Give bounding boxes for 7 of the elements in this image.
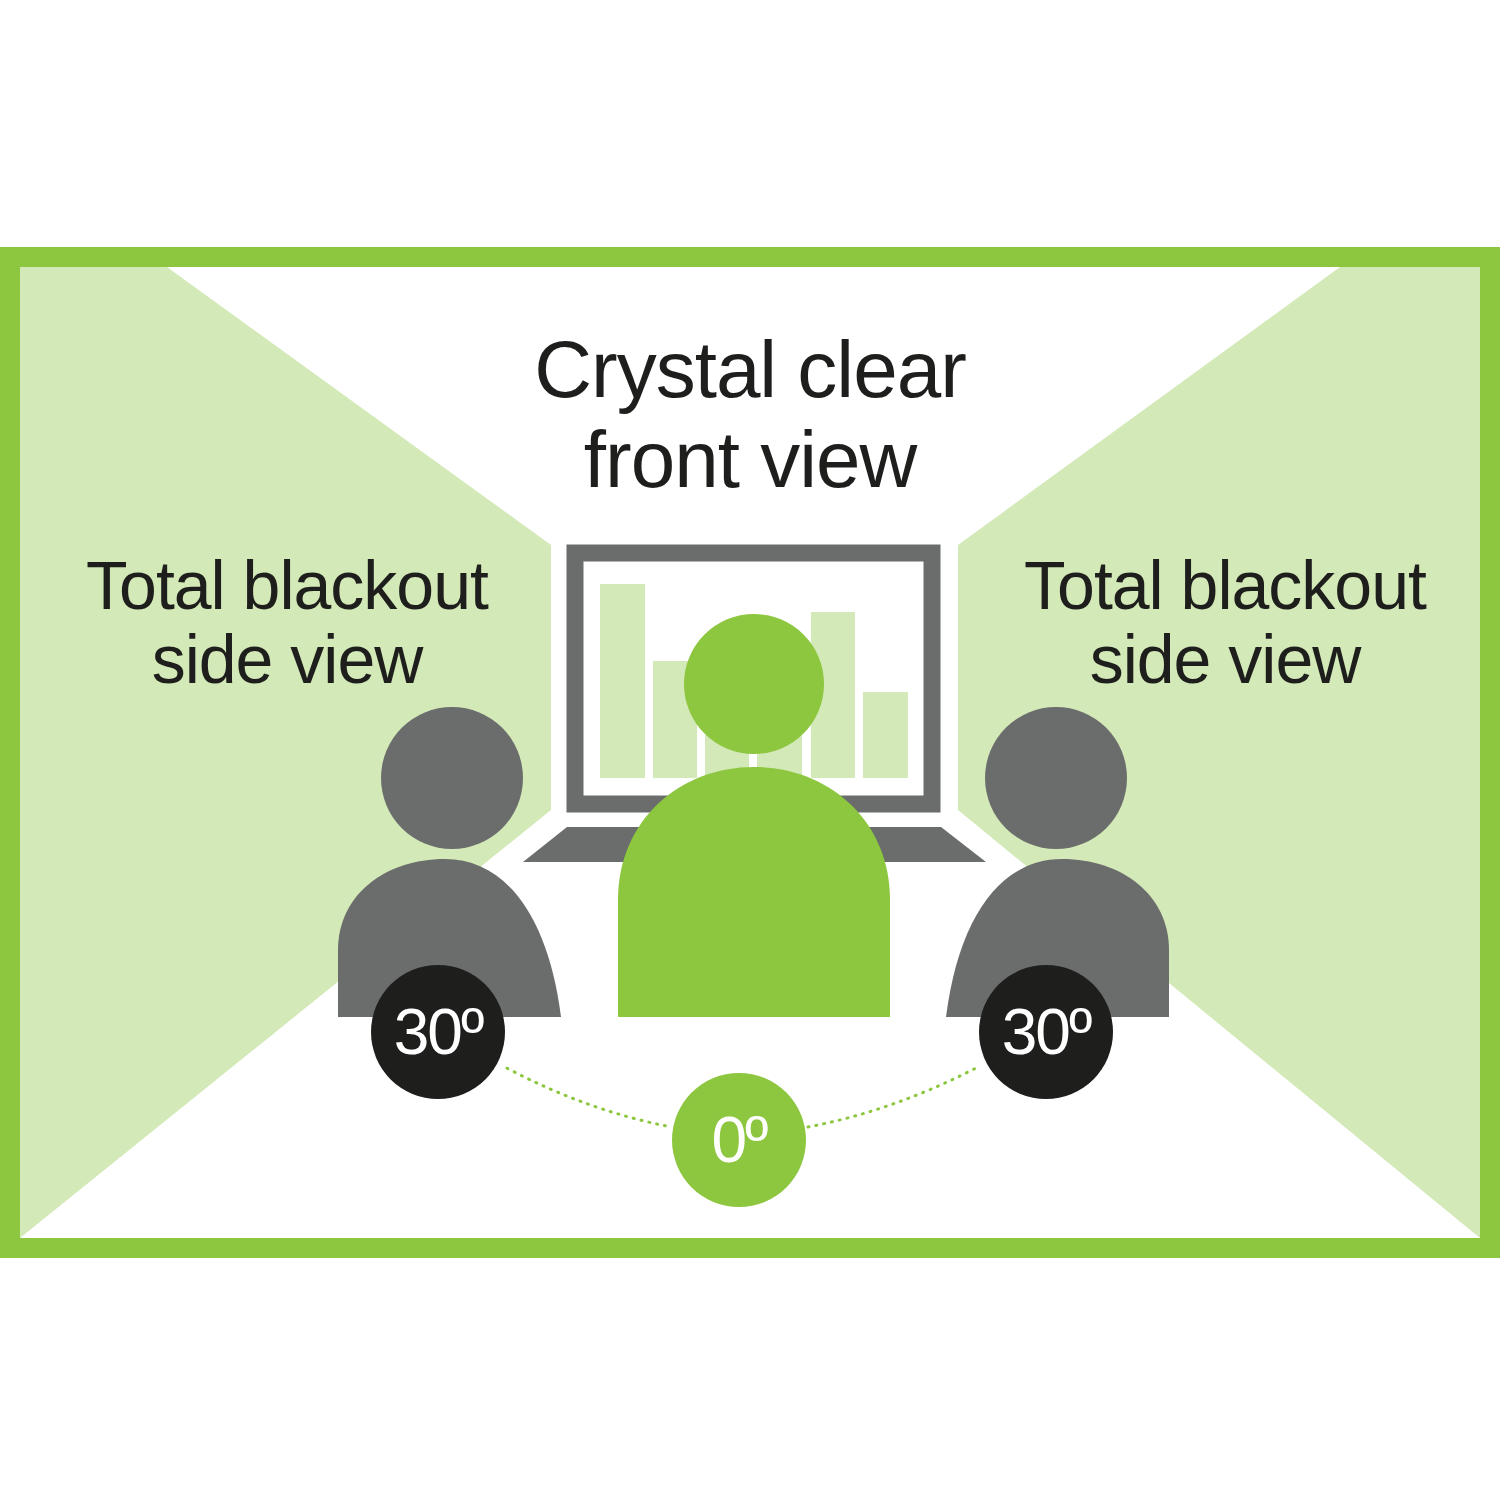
dotted-connector — [806, 1066, 979, 1129]
angle-badge: 0º — [672, 1073, 806, 1207]
view-label: Crystal clear front view — [533, 325, 967, 505]
view-label: Total blackout side view — [1023, 548, 1427, 696]
view-label: Total blackout side view — [85, 548, 489, 696]
angle-badge: 30º — [371, 965, 505, 1099]
angle-badge: 30º — [979, 965, 1113, 1099]
